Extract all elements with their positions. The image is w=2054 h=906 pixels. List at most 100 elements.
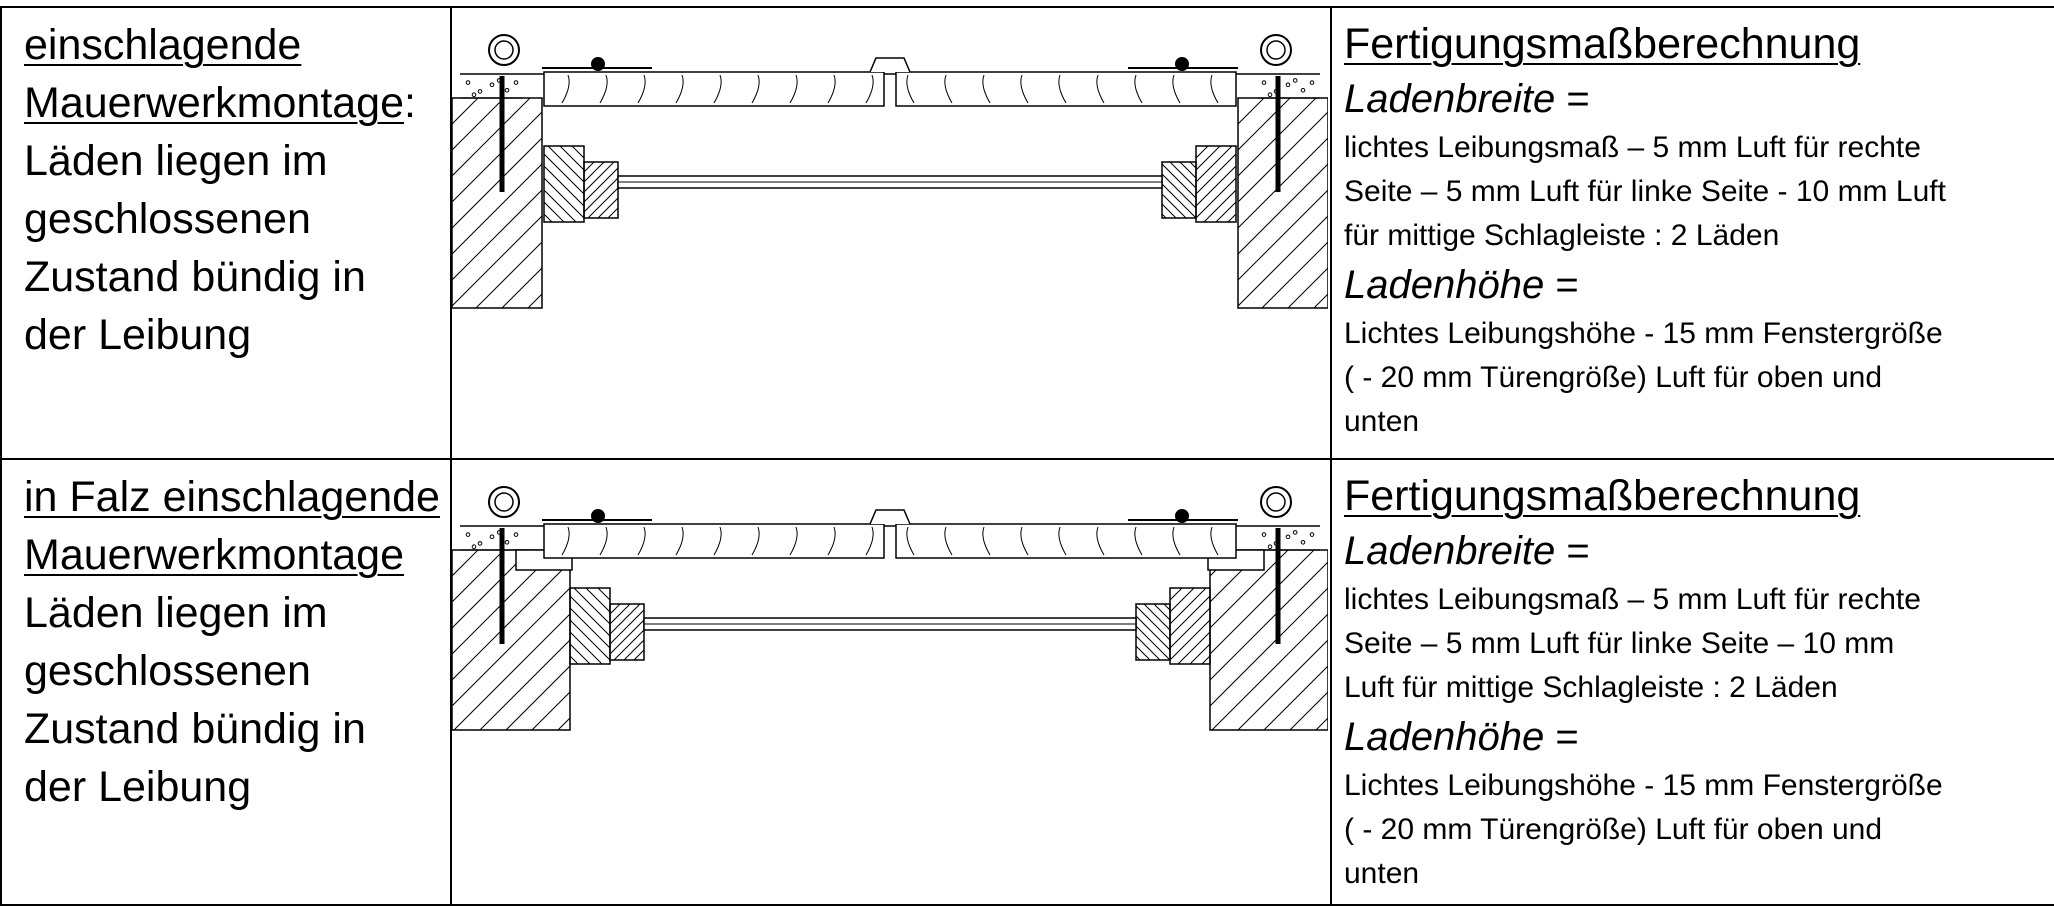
- hatch-line: [1262, 588, 1328, 664]
- hatch-line: [1276, 146, 1328, 222]
- wood-grain-line: [982, 74, 991, 104]
- hatch-line: [1170, 619, 1210, 661]
- plaster-speck: [1309, 532, 1315, 537]
- hatch-line: [1090, 162, 1146, 218]
- plaster-texture: [465, 78, 519, 97]
- description-line: Zustand bündig in: [24, 253, 366, 301]
- plaster-speck: [465, 532, 471, 537]
- eye-hook-left-inner: [494, 492, 514, 512]
- table-row: einschlagende Mauerwerkmontage: Läden li…: [0, 6, 2054, 460]
- description-line: Läden liegen im: [24, 589, 328, 637]
- equals-sign: =: [1555, 77, 1590, 121]
- wood-grain-line: [561, 526, 570, 556]
- plaster-speck: [504, 540, 510, 545]
- hatch-line: [1215, 201, 1236, 222]
- hatch-line: [1250, 588, 1326, 664]
- hatch-line: [544, 189, 577, 222]
- mounting-type-heading: Mauerwerkmontage: [24, 79, 405, 127]
- hatch-lines: [452, 588, 610, 664]
- formula-line: lichtes Leibungsmaß – 5 mm Luft für rech…: [1344, 131, 1921, 164]
- hatch-outline: [1135, 603, 1171, 661]
- plaster-speck: [489, 82, 495, 88]
- eye-hook-right-inner: [1266, 40, 1286, 60]
- hatch-line: [587, 187, 618, 218]
- window-frame-left: [452, 145, 585, 223]
- hatch-line: [452, 163, 542, 255]
- hatch-outline: [583, 161, 619, 219]
- wood-grain-line: [1172, 526, 1181, 556]
- hatch-line: [664, 604, 720, 660]
- hatch-line: [684, 604, 740, 660]
- hatch-line: [1136, 625, 1170, 660]
- equals-sign: =: [1544, 263, 1579, 307]
- hatch-line: [479, 639, 570, 730]
- wood-grain-line: [637, 74, 646, 104]
- hatch-line: [1201, 655, 1210, 664]
- wood-grain-line: [827, 526, 836, 556]
- hatch-line: [570, 655, 579, 664]
- hatch-line: [1238, 137, 1328, 229]
- hatch-line: [1210, 550, 1211, 551]
- hatch-line: [1143, 604, 1170, 631]
- masonry-right: [1237, 97, 1328, 309]
- board-outline: [895, 523, 1237, 559]
- hatch-line: [1169, 162, 1196, 189]
- hatch-lines: [1196, 146, 1328, 222]
- hatch-line: [1034, 604, 1090, 660]
- board-outline: [543, 71, 885, 107]
- hatch-line: [1238, 98, 1239, 99]
- hatch-line: [452, 550, 557, 655]
- drawing-root: [452, 486, 1328, 731]
- hatch-line: [1203, 189, 1236, 222]
- wood-grain-line: [1096, 526, 1105, 556]
- hatch-line: [662, 550, 842, 730]
- plaster-speck: [477, 541, 483, 546]
- plaster-speck: [489, 534, 495, 540]
- wood-grain-line: [599, 526, 608, 556]
- plaster-speck: [1285, 534, 1291, 540]
- plaster-speck: [471, 92, 477, 97]
- hatch-line: [454, 588, 530, 664]
- hatch-line: [606, 98, 816, 308]
- masonry-right: [1209, 549, 1328, 731]
- hatch-line: [557, 717, 570, 730]
- wood-grain-line: [713, 74, 722, 104]
- hatch-line: [1238, 98, 1317, 177]
- plaster-speck: [513, 532, 519, 537]
- mounting-description-cell: in Falz einschlagende Mauerwerkmontage L…: [0, 458, 452, 906]
- hatch-line: [1044, 604, 1100, 660]
- hatch-line: [544, 165, 584, 207]
- wood-grain-line: [789, 74, 798, 104]
- hatch-line: [1024, 604, 1080, 660]
- formula-line: ( - 20 mm Türengröße) Luft für oben und: [1344, 813, 1883, 846]
- section-drawing-cell: [450, 6, 1332, 460]
- hatch-line: [452, 146, 516, 222]
- hatch-line: [1162, 163, 1196, 199]
- hatch-line: [1136, 605, 1170, 641]
- plaster-speck: [1285, 82, 1291, 88]
- sash-left: [583, 161, 619, 219]
- hatch-line: [1196, 146, 1221, 171]
- wood-grain-line: [1020, 526, 1029, 556]
- wood-grain-line: [865, 526, 874, 556]
- mounting-type-heading: in Falz einschlagende: [24, 473, 440, 521]
- hatch-line: [1237, 639, 1328, 730]
- hatch-line: [1274, 588, 1328, 664]
- hatch-line: [559, 146, 584, 171]
- hatch-line: [1170, 588, 1195, 613]
- hatch-line: [1060, 162, 1116, 218]
- hatch-line: [452, 588, 518, 664]
- hatch-line: [1313, 293, 1328, 308]
- formula-line: für mittige Schlagleiste : 2 Läden: [1344, 219, 1780, 252]
- hatch-line: [1227, 213, 1236, 222]
- hatch-line: [1196, 177, 1236, 219]
- wood-grain-line: [1172, 74, 1181, 104]
- hatch-line: [636, 550, 816, 730]
- hatch-line: [610, 550, 790, 730]
- hatch-line: [1210, 550, 1237, 577]
- equals-sign: =: [1544, 715, 1579, 759]
- wood-grain-line: [1096, 74, 1105, 104]
- equals-sign: =: [1555, 529, 1590, 573]
- hatch-outline: [1237, 97, 1328, 309]
